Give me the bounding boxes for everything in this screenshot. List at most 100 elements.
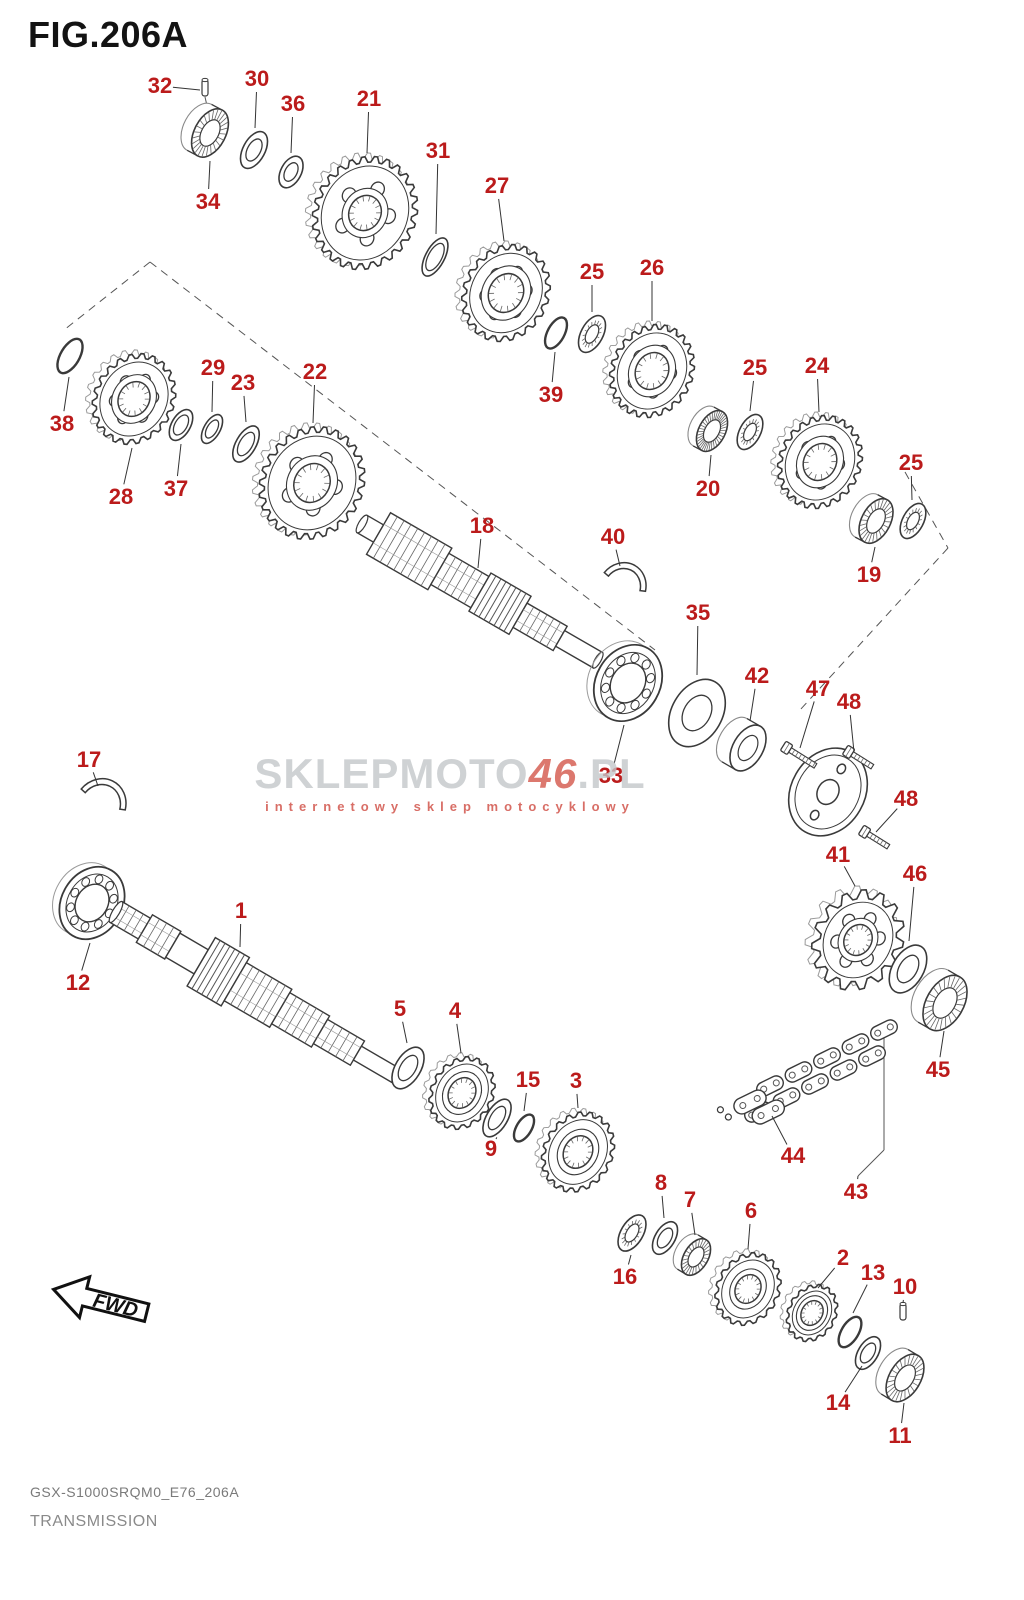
gear-6: [695, 1237, 794, 1338]
retainer-plate-47: [773, 734, 883, 850]
bolt-48a: [842, 745, 875, 770]
part-label-14: 14: [826, 1390, 851, 1415]
leader-line: [908, 886, 915, 942]
gear-3: [521, 1094, 630, 1205]
part-label-5: 5: [394, 996, 406, 1021]
part-label-41: 41: [826, 842, 850, 867]
part-label-1: 1: [235, 898, 247, 923]
half-ring-40: [604, 554, 654, 596]
part-label-36: 36: [281, 91, 305, 116]
washer-46: [881, 939, 934, 1000]
part-label-9: 9: [485, 1136, 497, 1161]
screw-47: [780, 741, 818, 769]
joint-link-44: [716, 1089, 786, 1125]
part-label-21: 21: [357, 86, 381, 111]
leader-line: [477, 538, 482, 569]
leader-line: [901, 1402, 905, 1424]
washer-29: [197, 411, 227, 447]
part-label-2: 2: [837, 1245, 849, 1270]
bearing-19: [842, 488, 899, 549]
part-label-35: 35: [686, 600, 710, 625]
part-label-43: 43: [844, 1179, 868, 1204]
leader-line: [747, 1223, 751, 1250]
part-label-32: 32: [148, 73, 172, 98]
leader-line: [613, 724, 625, 764]
leader-line: [749, 380, 754, 412]
part-label-11: 11: [888, 1423, 911, 1448]
part-label-44: 44: [781, 1143, 806, 1168]
part-label-33: 33: [599, 763, 623, 788]
splined-washer-25b: [732, 410, 768, 453]
part-label-18: 18: [470, 513, 494, 538]
circlip-15: [504, 1105, 543, 1152]
splined-washer-25c: [895, 499, 931, 542]
leader-line: [176, 443, 182, 477]
washer-5: [385, 1042, 430, 1094]
gear-2: [770, 1271, 848, 1351]
figure-title: FIG.206A: [28, 14, 189, 55]
part-label-25: 25: [743, 355, 767, 380]
part-label-15: 15: [516, 1067, 540, 1092]
spacer-42: [709, 711, 773, 777]
leader-line: [63, 376, 70, 412]
splined-hub-20: [682, 401, 734, 457]
spacer-37: [164, 406, 197, 445]
part-label-47: 47: [806, 676, 830, 701]
bearing-33: [573, 628, 675, 733]
leader-line: [708, 454, 712, 477]
leader-line: [691, 1212, 696, 1236]
leader-line: [366, 111, 370, 154]
splined-washer-25a: [573, 311, 611, 357]
circlip-39: [534, 307, 577, 360]
part-label-48: 48: [837, 689, 861, 714]
driveshaft-1: [108, 900, 406, 1086]
leader-line: [749, 688, 756, 722]
leader-line: [172, 86, 201, 91]
splined-washer-16: [612, 1210, 651, 1256]
leader-line: [852, 1284, 868, 1314]
part-label-3: 3: [570, 1068, 582, 1093]
part-label-13: 13: [861, 1260, 885, 1285]
leader-line: [910, 475, 913, 501]
part-label-40: 40: [601, 524, 625, 549]
countershaft-18: [355, 511, 604, 669]
bearing-34: [173, 97, 236, 163]
leader-line: [208, 160, 211, 190]
part-label-4: 4: [449, 998, 462, 1023]
gear-26: [587, 306, 711, 433]
construction-line: [799, 547, 949, 711]
leader-line: [402, 1021, 408, 1044]
leader-line: [871, 546, 876, 563]
part-label-7: 7: [684, 1187, 696, 1212]
gear-24: [755, 397, 879, 524]
fwd-arrow: FWD: [50, 1274, 151, 1324]
bearing-7: [667, 1229, 716, 1281]
bolt-48b: [858, 825, 891, 850]
washer-31: [417, 234, 453, 280]
washer-8: [647, 1217, 683, 1258]
part-label-38: 38: [50, 411, 74, 436]
part-label-27: 27: [485, 173, 509, 198]
leader-line: [843, 866, 856, 887]
leader-line: [771, 1115, 788, 1145]
part-label-25: 25: [580, 259, 604, 284]
part-label-34: 34: [196, 189, 221, 214]
pin-32: [201, 77, 209, 97]
part-label-23: 23: [231, 370, 255, 395]
leader-line: [81, 942, 91, 971]
part-label-17: 17: [77, 747, 101, 772]
part-label-6: 6: [745, 1198, 757, 1223]
leader-line: [696, 625, 699, 676]
bearing-12: [40, 851, 138, 952]
part-label-39: 39: [539, 382, 563, 407]
leader-line: [498, 198, 505, 242]
part-label-10: 10: [893, 1274, 917, 1299]
figure-code: GSX-S1000SRQM0_E76_206A: [30, 1484, 240, 1500]
leader-line: [211, 380, 214, 413]
circlip-13: [828, 1306, 873, 1359]
part-label-19: 19: [857, 562, 881, 587]
part-label-42: 42: [745, 663, 769, 688]
washer-9: [477, 1095, 517, 1142]
leader-line: [92, 772, 99, 787]
